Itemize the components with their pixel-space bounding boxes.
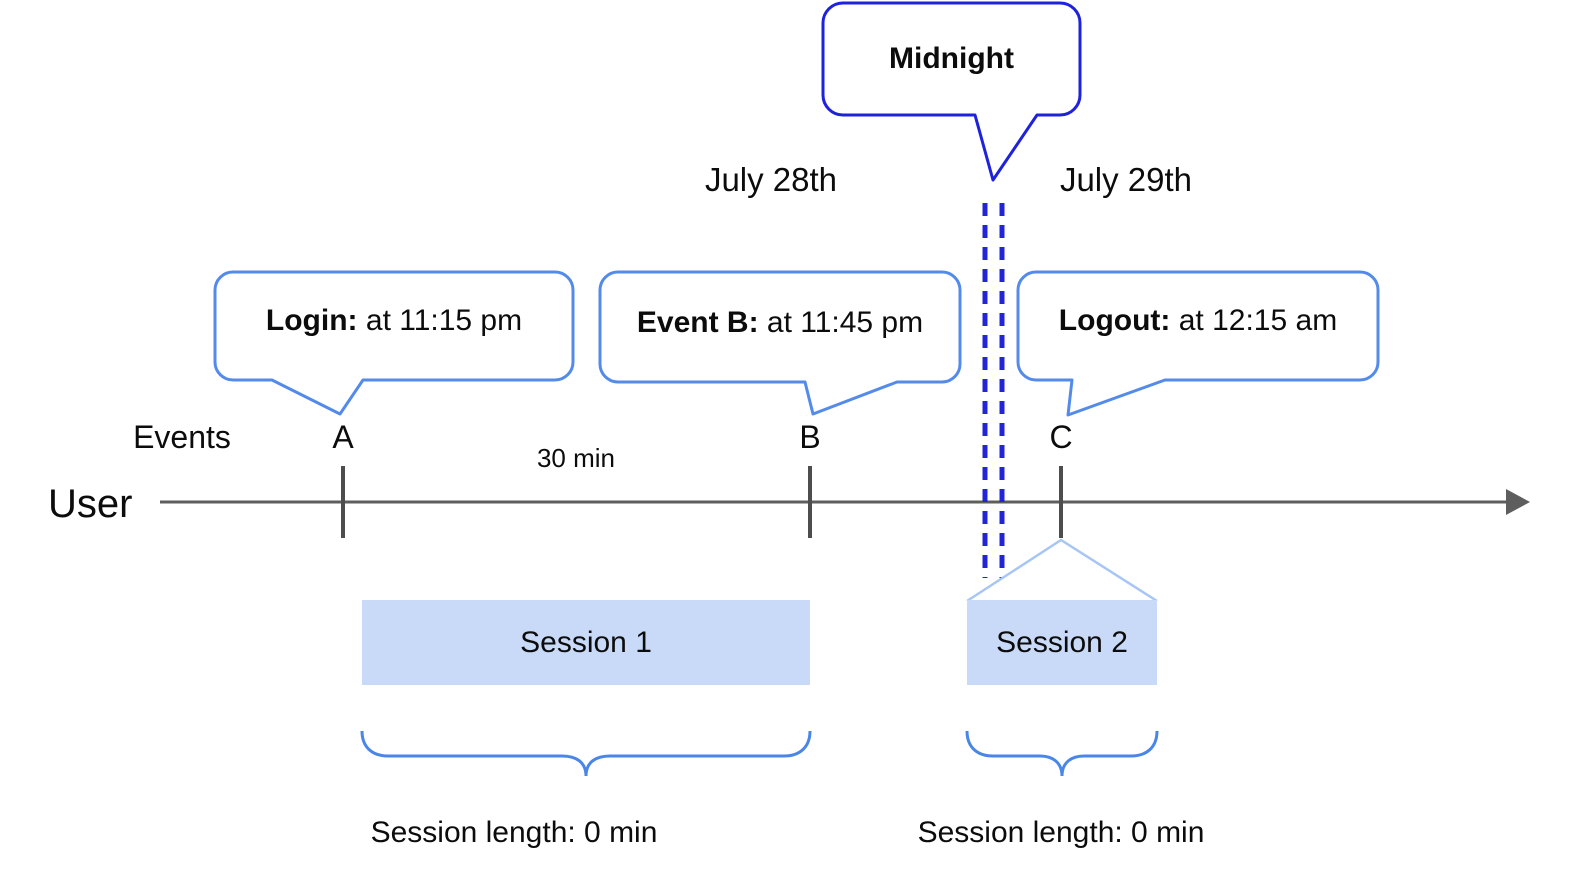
event-mark-a: A bbox=[332, 419, 354, 455]
event-b-callout-label-bold: Event B: bbox=[636, 306, 759, 339]
date-label-july-29: July 29th bbox=[1059, 161, 1193, 198]
login-callout-label: Login: at 11:15 pm bbox=[215, 304, 573, 338]
session1-box: Session 1 bbox=[362, 600, 810, 685]
event-b-callout-bubble bbox=[598, 270, 962, 416]
login-callout-bubble bbox=[213, 270, 575, 416]
session2-roof-connector bbox=[966, 538, 1158, 603]
events-row-label: Events bbox=[133, 419, 231, 455]
midnight-callout-bubble bbox=[821, 1, 1082, 182]
midnight-callout-label: Midnight bbox=[889, 42, 1014, 75]
event-mark-b: B bbox=[799, 419, 821, 455]
session2-box: Session 2 bbox=[967, 600, 1157, 685]
event-b-callout-label: Event B: at 11:45 pm bbox=[600, 306, 960, 340]
login-callout-label-bold: Login: bbox=[265, 304, 358, 337]
session2-length-label: Session length: 0 min bbox=[917, 816, 1205, 849]
logout-callout-bubble bbox=[1016, 270, 1380, 417]
event-b-callout-label-detail: at 11:45 pm bbox=[758, 306, 924, 339]
user-timeline-label: User bbox=[48, 482, 133, 526]
interval-30min-label: 30 min bbox=[536, 443, 616, 473]
session1-box-label: Session 1 bbox=[520, 625, 652, 659]
login-callout-label-detail: at 11:15 pm bbox=[357, 304, 523, 337]
date-label-july-28: July 28th bbox=[704, 161, 838, 198]
session1-brace bbox=[360, 730, 812, 777]
timeline-arrowhead-icon bbox=[1506, 489, 1530, 515]
session2-box-label: Session 2 bbox=[996, 625, 1128, 659]
logout-callout-label-bold: Logout: bbox=[1058, 304, 1171, 337]
session2-brace bbox=[965, 730, 1159, 777]
event-mark-c: C bbox=[1049, 419, 1073, 455]
session1-length-label: Session length: 0 min bbox=[370, 816, 658, 849]
logout-callout-label: Logout: at 12:15 am bbox=[1018, 304, 1378, 338]
logout-callout-label-detail: at 12:15 am bbox=[1170, 304, 1338, 337]
